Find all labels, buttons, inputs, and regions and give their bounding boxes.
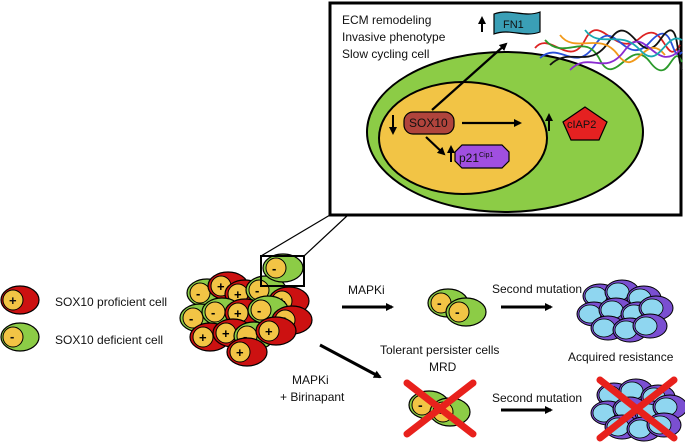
tolerant-line2: MRD (429, 360, 457, 374)
resistant-cell (632, 313, 668, 339)
ciap2-pentagon (562, 106, 608, 141)
ecm-fibers (534, 29, 683, 72)
proficient-cell: + (226, 337, 268, 367)
sox10-box (403, 111, 455, 135)
arrow-mapki-birinapant (319, 343, 382, 379)
cell-sign: + (217, 279, 225, 294)
proficient-cell: + (255, 316, 297, 346)
cell-sign: - (257, 303, 261, 318)
deficient-cell: - (262, 253, 304, 283)
mapki-label: MAPKi (348, 283, 385, 297)
eliminated-sign-1: - (418, 397, 423, 413)
arrow-sox10-to-p21 (425, 136, 446, 156)
cell-sign: + (236, 345, 244, 360)
sox10-label: SOX10 (409, 116, 448, 130)
persister-cells: - - (427, 288, 487, 327)
cell-sign: - (255, 283, 259, 298)
legend-deficient-label: SOX10 deficient cell (55, 333, 163, 347)
cell-sign: + (199, 330, 207, 345)
inset-nucleus (378, 81, 548, 195)
resistant-cluster-top (576, 279, 674, 343)
cell-sign: - (211, 305, 215, 320)
cell-sign: - (272, 261, 276, 276)
second-mutation-bottom-label: Second mutation (492, 391, 582, 405)
cell-sign: - (243, 329, 247, 344)
legend-deficient-sign: - (10, 329, 14, 344)
persister-sign-1: - (437, 295, 442, 311)
cell-sign: + (265, 324, 273, 339)
inset-note-invasive: Invasive phenotype (342, 30, 446, 44)
resistant-cell (590, 315, 626, 341)
p21-octagon (454, 144, 510, 169)
callout-line-left (260, 214, 331, 257)
callout-line-right (303, 214, 349, 257)
persister-sign-2: - (455, 304, 460, 320)
mapki-combo-line1: MAPKi (292, 373, 329, 387)
legend-deficient: - SOX10 deficient cell (0, 322, 163, 352)
fn1-label: FN1 (503, 19, 524, 31)
p21-label: p21Cip1 (459, 151, 494, 165)
second-mutation-top-label: Second mutation (492, 282, 582, 296)
inset-note-slow-cycling: Slow cycling cell (342, 47, 429, 61)
legend-proficient-sign: + (9, 293, 17, 308)
cell-sign: - (196, 286, 200, 301)
cell-sign: + (234, 306, 242, 321)
mapki-combo-line2: + Birinapant (280, 390, 345, 404)
tumor-cluster: -++-+--+-+++-++- (179, 253, 313, 367)
cell-sign: - (189, 311, 193, 326)
cell-sign: + (222, 326, 230, 341)
fn1-flag: FN1 (493, 11, 541, 35)
arrow-sox10-to-fn1 (431, 42, 508, 111)
inset-note-ecm: ECM remodeling (342, 13, 431, 27)
ciap2-label: cIAP2 (567, 119, 596, 131)
tolerant-line1: Tolerant persister cells (380, 343, 499, 357)
acquired-resistance-label: Acquired resistance (568, 350, 674, 364)
cell-sign: + (234, 287, 242, 302)
zoom-square (260, 255, 305, 287)
legend-proficient: + SOX10 proficient cell (0, 285, 167, 315)
cross-mark-resistant (596, 376, 678, 442)
legend-proficient-label: SOX10 proficient cell (55, 295, 167, 309)
cross-mark-persister (403, 379, 477, 438)
